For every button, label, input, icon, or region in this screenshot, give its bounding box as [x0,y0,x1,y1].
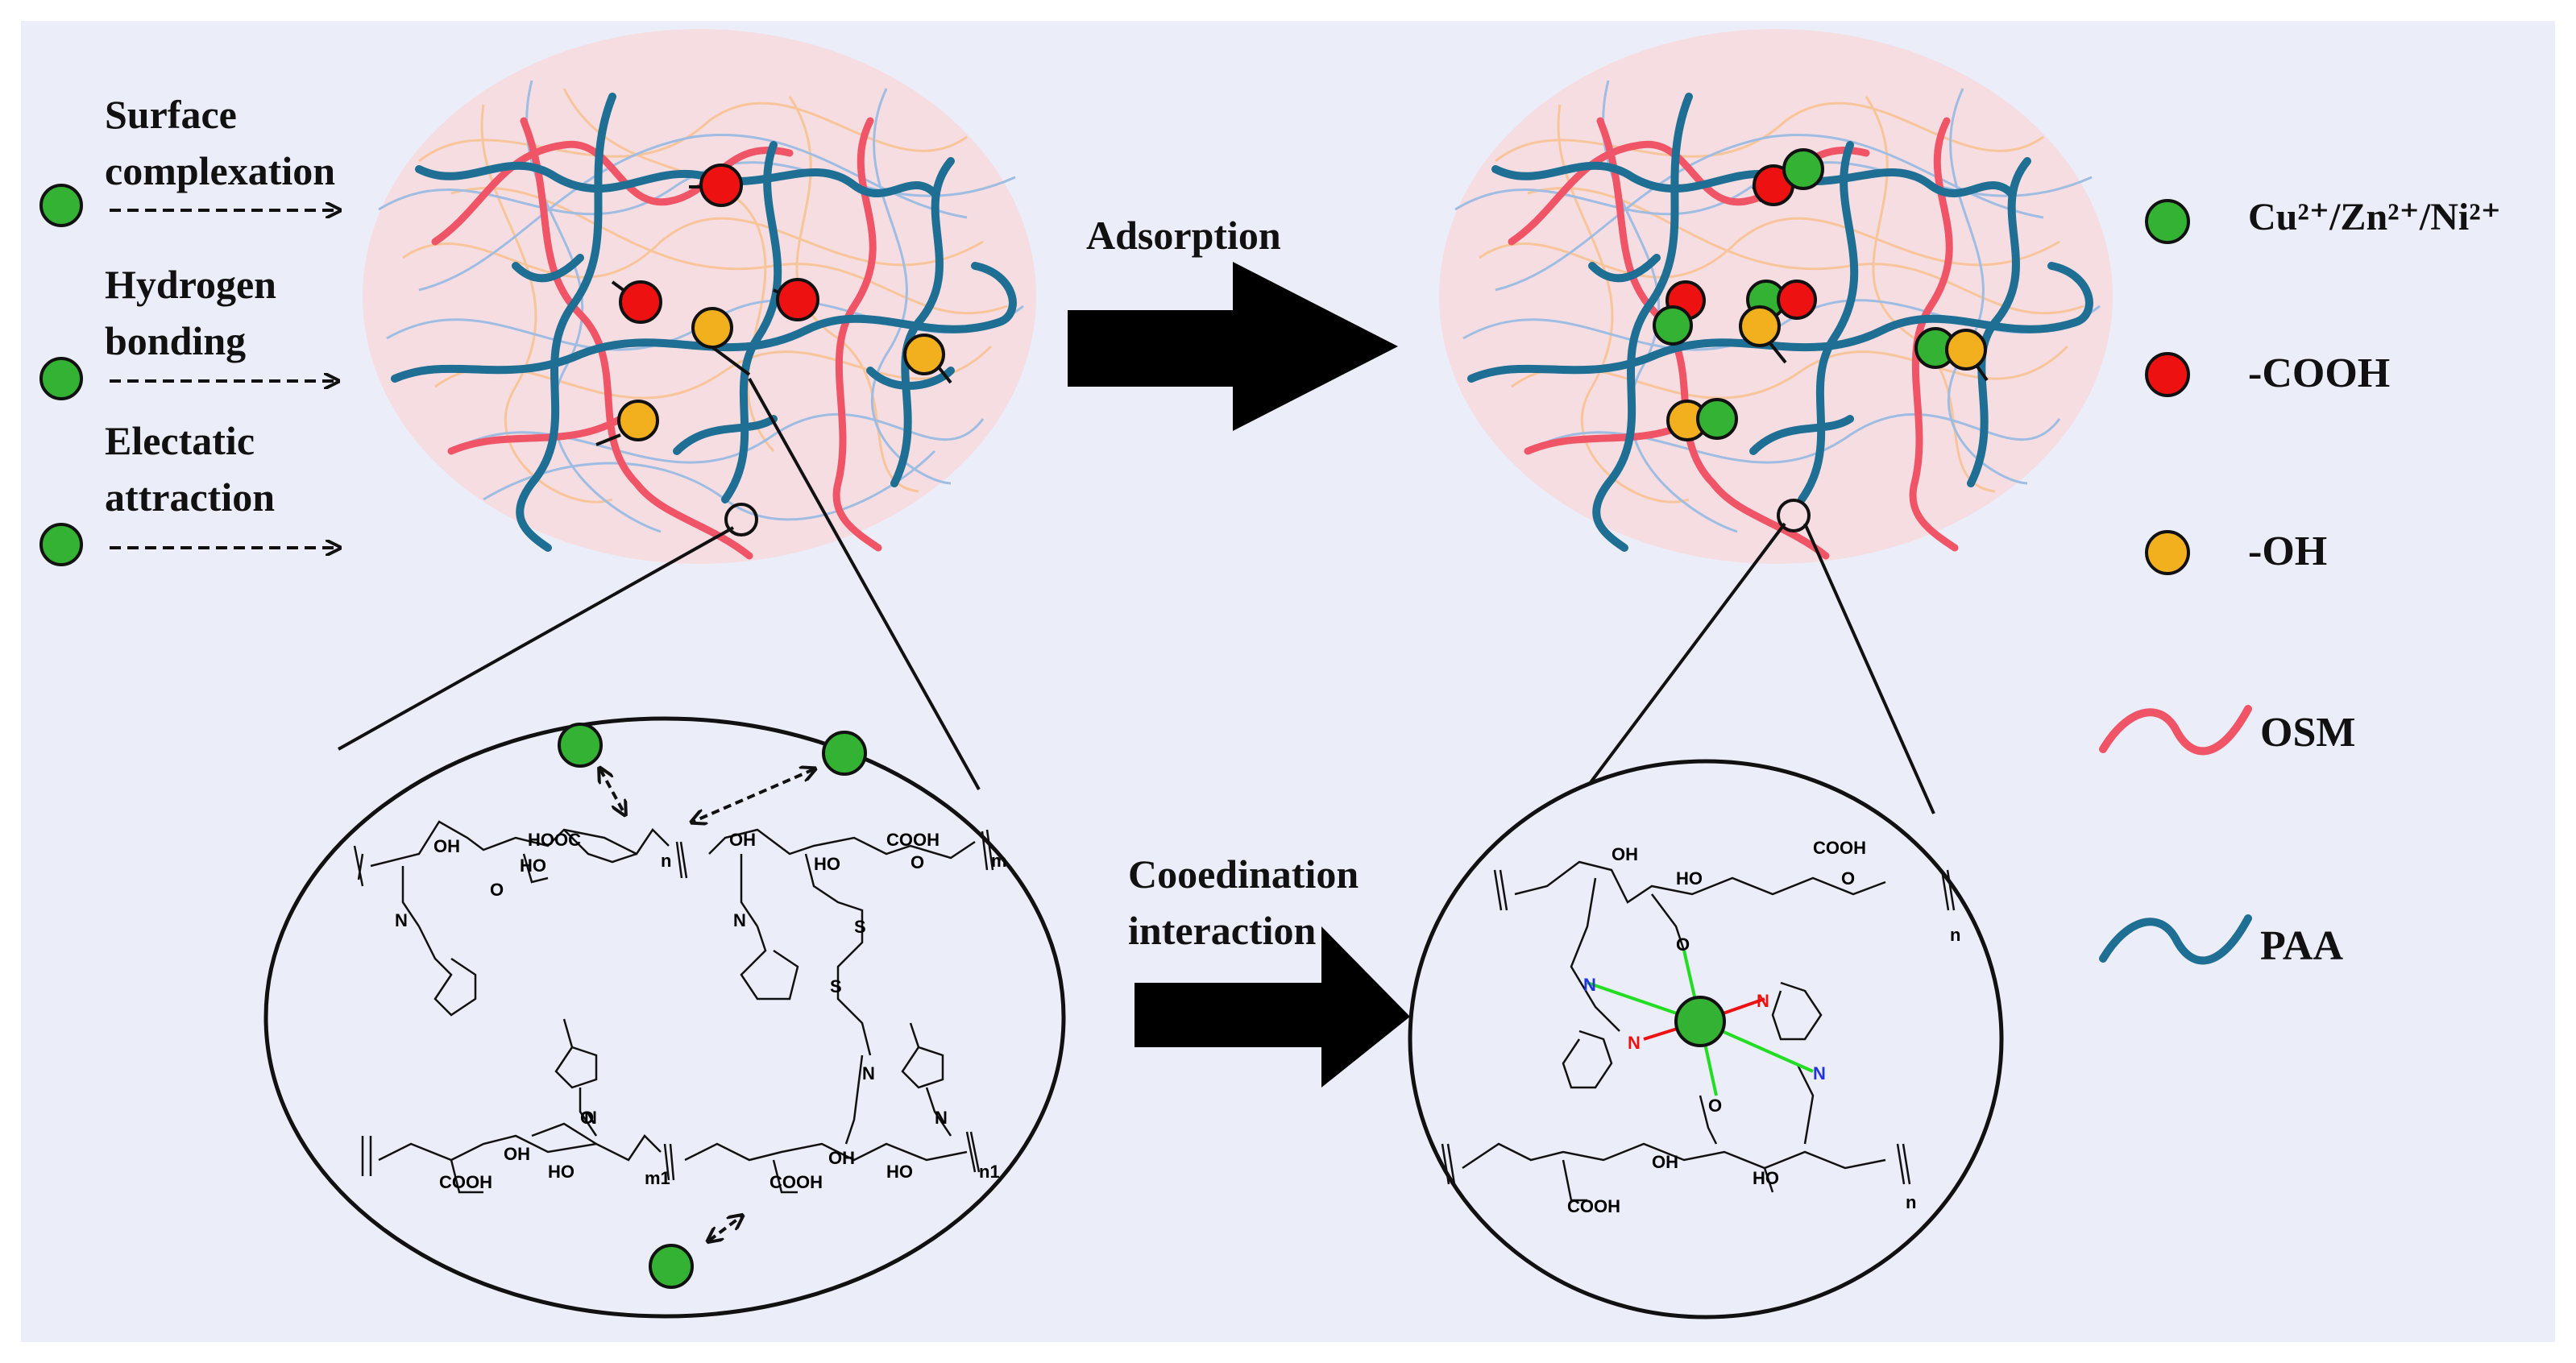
label-n-pyridine: N [1757,991,1769,1011]
mechanism-label-hydrogen-bonding: Hydrogen bonding [105,256,276,369]
label-n-atom: N [584,1108,597,1128]
label-o: O [580,1108,594,1128]
label-s-atom: S [854,917,866,937]
oh-site [691,307,733,349]
cooh-site [699,164,743,207]
oh-site [617,400,659,441]
coordination-label: Cooedination interaction [1128,846,1359,959]
label-n: n [1950,925,1960,945]
label-n-atom: N [733,910,746,930]
label-o: O [490,880,504,900]
label-ho: HO [1676,868,1703,889]
coordination-label-line: interaction [1128,908,1317,953]
label-cooh: COOH [886,830,940,850]
label-n: n [661,851,671,871]
label-ho: HO [520,856,546,876]
cooh-site [776,278,819,321]
label-oh: OH [1612,844,1638,864]
mechanism-line: bonding [105,318,247,363]
legend-paa-icon [2099,914,2252,965]
label-n: n [1906,1192,1916,1212]
label-oh: OH [1652,1152,1678,1172]
mechanism-label-electatic-attraction: Electatic attraction [105,412,275,525]
label-oh: OH [504,1144,530,1164]
label-n-imine: N [1813,1063,1826,1083]
legend-metal-label: Cu²⁺/Zn²⁺/Ni²⁺ [2248,196,2501,238]
mechanism-line: attraction [105,474,276,520]
chain-zoom-spot [724,503,758,536]
mechanism-line: Hydrogen [105,262,276,307]
label-m: m [991,851,1007,871]
legend-oh-label: -OH [2248,528,2328,574]
adsorption-arrow [1068,262,1398,431]
label-ho: HO [1753,1168,1779,1188]
label-ho: HO [886,1162,913,1182]
label-o: O [1676,934,1690,955]
dextran-chains-before [353,820,994,1194]
legend-cooh-icon [2145,352,2190,397]
label-oh: OH [433,836,460,856]
mechanism-line: Surface [105,92,237,137]
functional-groups-before [595,164,952,536]
label-s-atom: S [830,976,842,996]
metal-ion [822,731,867,776]
label-n-pyridine: N [1628,1033,1641,1053]
label-cooh: COOH [1813,838,1866,858]
label-oh: OH [828,1148,855,1168]
mechanism-line: complexation [105,148,336,193]
label-oh: OH [729,830,756,850]
legend-cooh-label: -COOH [2248,350,2391,396]
label-cooh: COOH [1567,1196,1620,1216]
label-n-atom: N [935,1108,948,1128]
cooh-site [619,280,662,324]
label-n-imine: N [1583,975,1596,995]
coordinated-chains [1441,860,1956,1202]
metal-ion [558,723,603,768]
legend-symbols [2099,199,2252,965]
zoom-lines [338,378,1935,814]
legend-paa-label: PAA [2260,923,2344,969]
zoom-circle-after: N N N N OH HO COOH O O n O COOH OH HO n [1408,759,2004,1320]
chelated-metal-ion [1674,996,1726,1047]
label-o: O [1841,868,1855,889]
label-o: O [1708,1096,1722,1116]
label-cooh: COOH [769,1172,823,1192]
label-cooh: COOH [439,1172,492,1192]
metal-ion [649,1244,694,1289]
mechanism-label-surface-complexation: Surface complexation [105,86,335,199]
metal-ion [39,184,83,227]
mechanism-line: Electatic [105,418,255,463]
label-ho: HO [548,1162,575,1182]
legend-oh-icon [2145,530,2190,575]
metal-ion [39,523,83,566]
label-m1: m1 [645,1168,670,1188]
adsorption-label: Adsorption [1086,213,1281,258]
label-n-atom: N [395,910,408,930]
metal-bound-sites [1653,148,1989,532]
zoom-circle-before: OH HOOC O HO n OH COOH O HO m N N S S N … [263,716,1066,1319]
label-n1: n1 [979,1162,1000,1182]
coordination-arrow [1135,926,1410,1088]
legend-osm-icon [2099,705,2252,756]
label-o: O [911,852,924,872]
label-hooc: HOOC [528,830,581,850]
legend-metal-icon [2145,199,2190,244]
hydrogel-sphere-before [363,29,1036,564]
metal-ion [39,357,83,400]
coordination-label-line: Cooedination [1128,851,1359,897]
hydrogel-sphere-after [1439,29,2113,564]
incoming-metal-ions [39,184,338,566]
label-n-atom: N [862,1063,875,1083]
label-ho: HO [814,854,840,874]
oh-site [903,334,945,375]
legend-osm-label: OSM [2260,710,2356,756]
